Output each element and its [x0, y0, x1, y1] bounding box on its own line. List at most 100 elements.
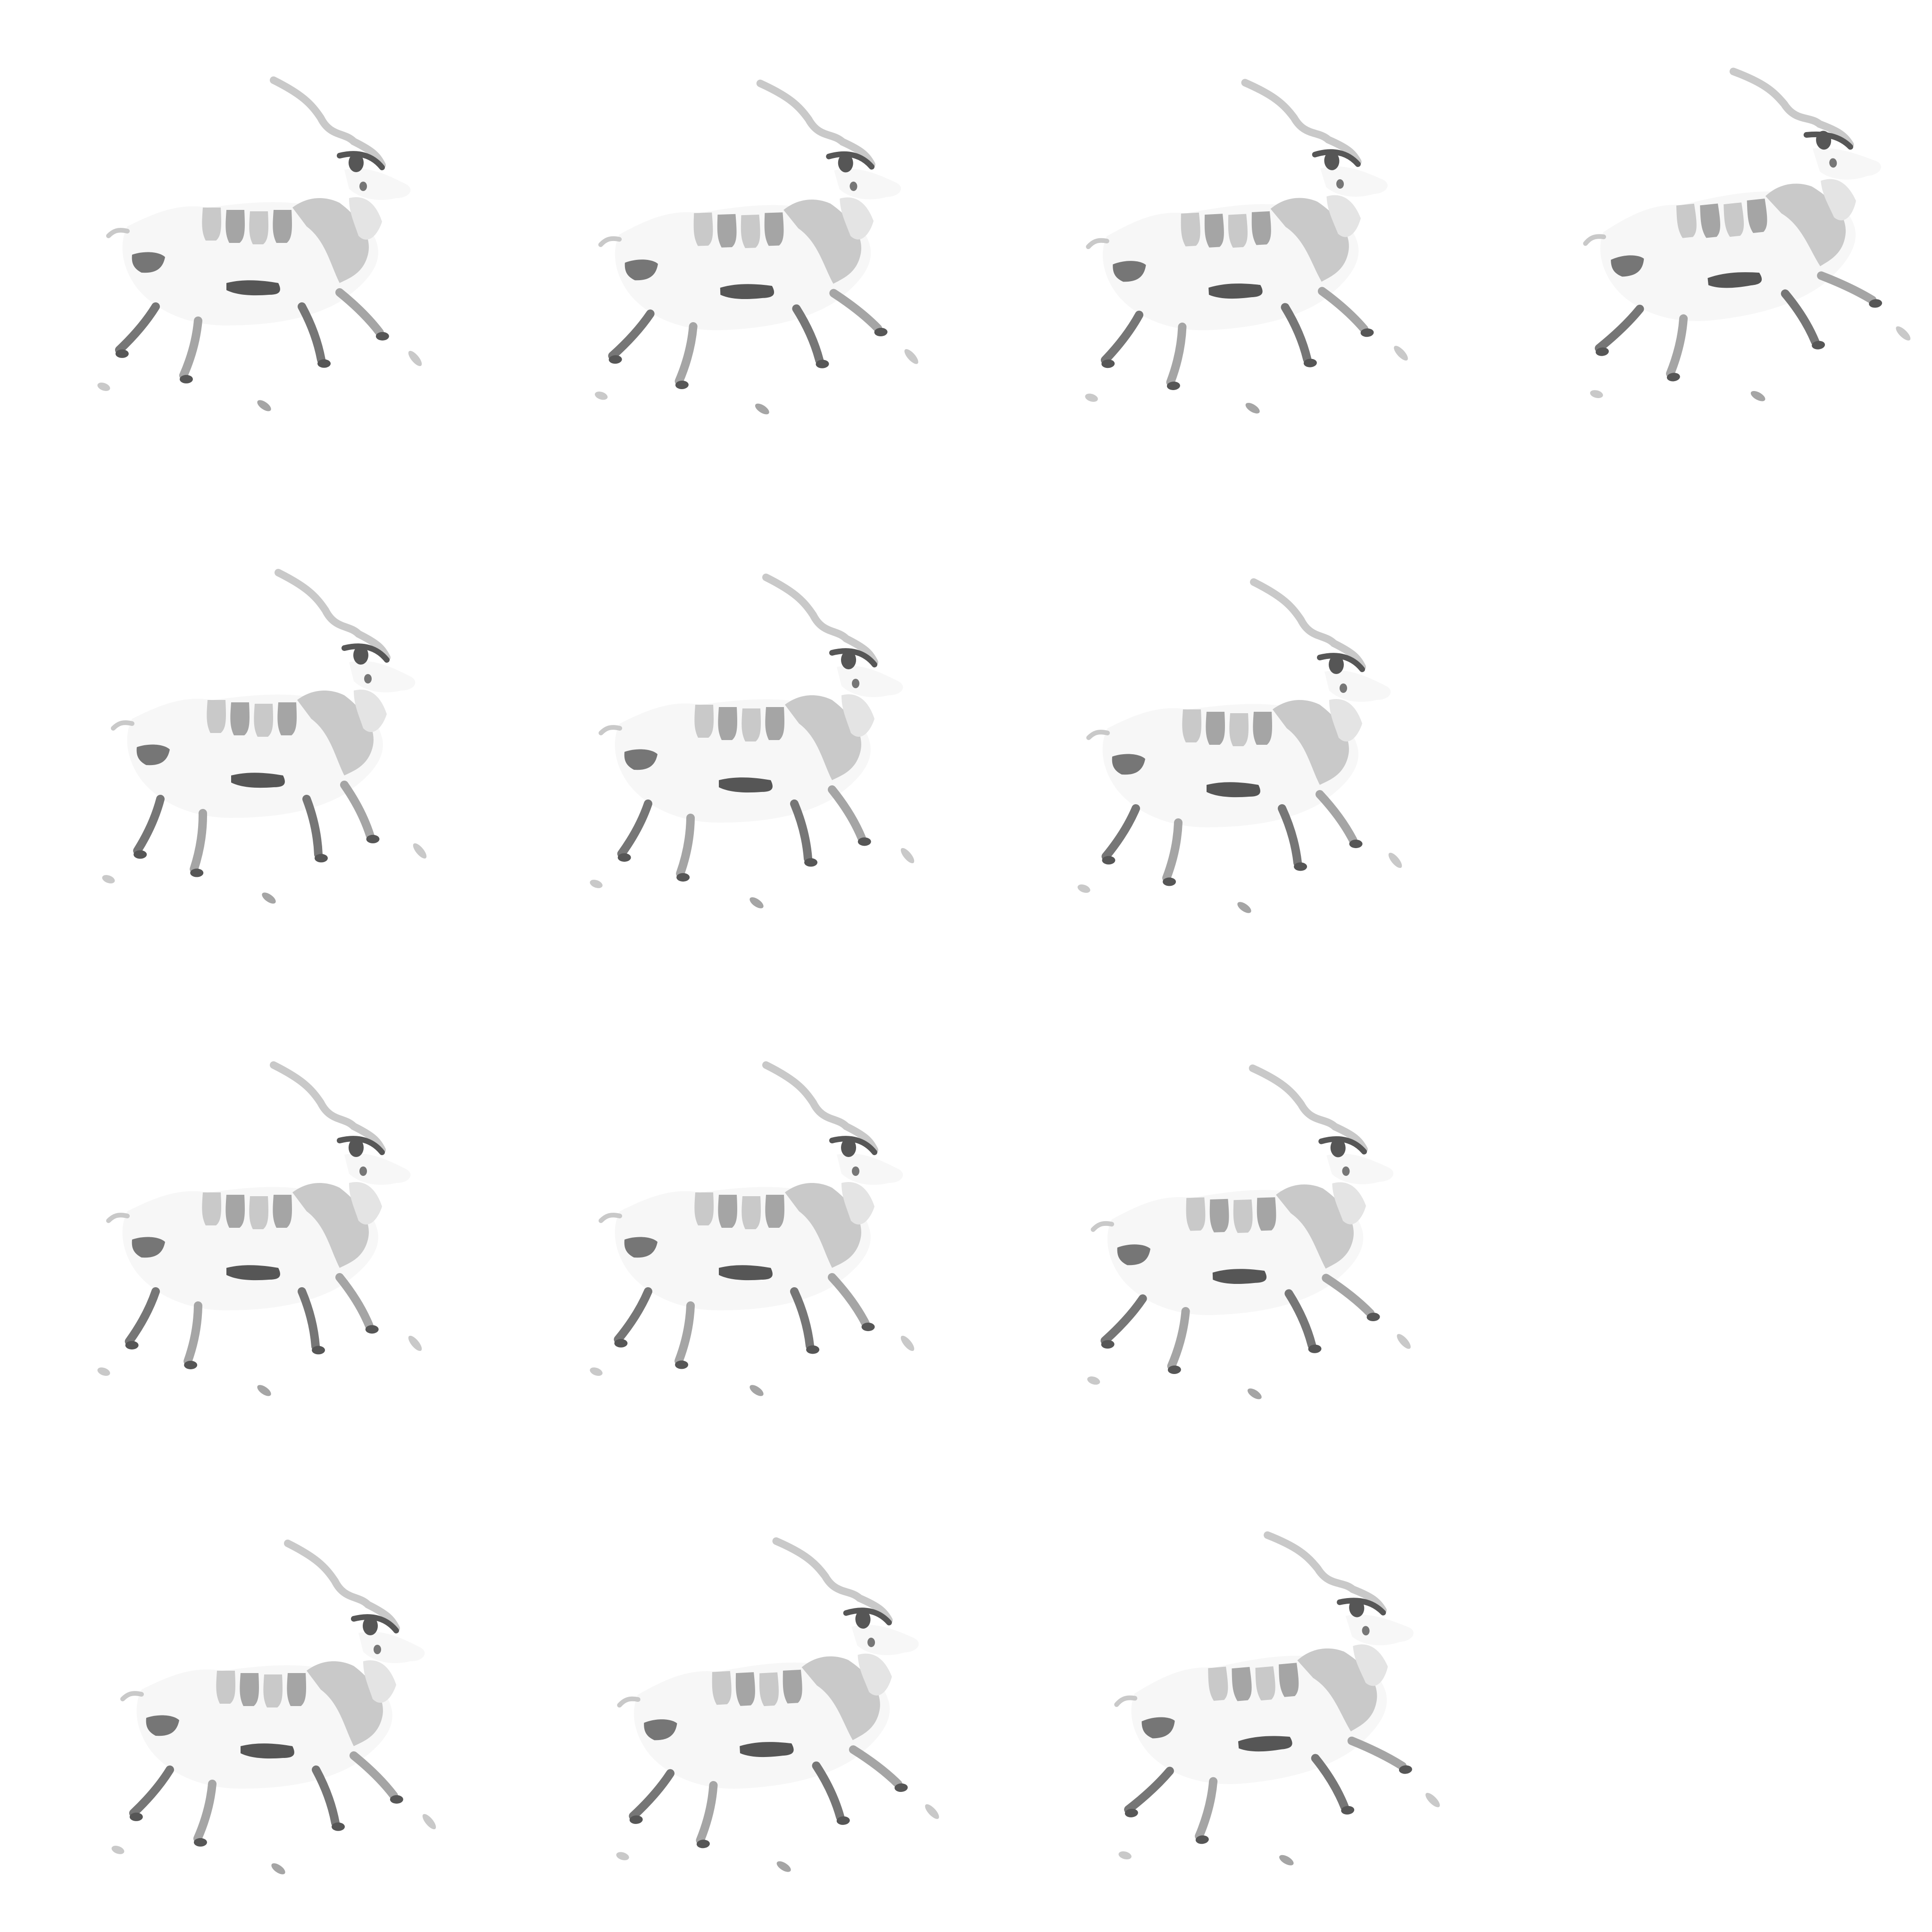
nostril-mark	[364, 674, 372, 683]
ground-fragment	[1118, 1851, 1132, 1860]
hoof-mark	[608, 355, 622, 364]
rump-mark	[1113, 261, 1146, 282]
sprite-canvas	[1583, 67, 1911, 401]
horn-tip	[829, 1136, 877, 1155]
sprite-frame	[0, 1449, 483, 1932]
tail-shape	[1583, 234, 1607, 246]
leg-shape	[129, 1765, 174, 1817]
sprite-frame	[0, 483, 483, 966]
back-stripe	[202, 208, 221, 241]
hoof-mark	[332, 1822, 345, 1831]
hoof-mark	[1101, 1340, 1115, 1349]
hoof-mark	[675, 380, 689, 389]
ground-fragment	[925, 1804, 939, 1819]
sprite-frame	[483, 483, 966, 966]
hoof-mark	[129, 1812, 143, 1821]
belly-mark	[719, 777, 773, 793]
hoof-mark	[1166, 381, 1180, 390]
leg-shape	[193, 1780, 217, 1843]
head-shape	[851, 1624, 919, 1655]
eye-mark	[363, 1616, 378, 1635]
hoof-mark	[125, 1341, 139, 1349]
neck-patch	[292, 1183, 369, 1268]
back-stripe	[1257, 1197, 1276, 1231]
back-stripe	[1204, 214, 1224, 248]
ground-fragment	[413, 843, 427, 859]
ground-fragment	[595, 391, 608, 400]
neck-patch	[785, 695, 861, 780]
ground-fragment	[111, 1846, 125, 1854]
belly-mark	[1238, 1736, 1292, 1752]
rump-mark	[132, 252, 165, 273]
leg-shape	[829, 289, 883, 333]
tail-shape	[1086, 238, 1109, 250]
hoof-mark	[804, 858, 818, 867]
belly-mark	[1212, 1269, 1267, 1284]
ground-fragment	[1085, 393, 1098, 402]
eye-mark	[841, 650, 856, 669]
tail-shape	[106, 228, 130, 238]
tail-shape	[120, 1691, 144, 1701]
hoof-mark	[629, 1815, 643, 1824]
ground-fragment	[271, 1863, 285, 1874]
back-stripe	[718, 1195, 737, 1228]
back-stripe	[694, 1192, 714, 1225]
neck-patch	[1297, 1648, 1377, 1732]
leg-shape	[179, 316, 202, 380]
hoof-mark	[179, 375, 193, 383]
back-stripe	[693, 212, 713, 246]
back-stripe	[741, 708, 761, 741]
back-stripe	[759, 1672, 779, 1707]
back-stripe	[735, 1672, 755, 1706]
leg-shape	[125, 1287, 160, 1346]
tail-shape	[617, 1696, 641, 1708]
eye-mark	[1329, 655, 1344, 674]
back-stripe	[765, 1195, 784, 1228]
hoof-mark	[676, 873, 690, 882]
eye-mark	[349, 1138, 364, 1157]
head-shape	[1812, 148, 1881, 180]
sprite-canvas	[616, 1537, 939, 1872]
back-stripe	[1206, 712, 1225, 745]
horn-tip	[337, 151, 385, 170]
back-stripe	[202, 1192, 221, 1225]
back-stripe	[1182, 709, 1201, 742]
back-stripe	[225, 210, 245, 243]
nostril-mark	[1340, 683, 1347, 693]
eye-mark	[353, 646, 368, 665]
hoof-mark	[1595, 347, 1609, 356]
nostril-mark	[867, 1637, 875, 1647]
antelope-sprite	[590, 574, 915, 908]
horn-tip	[1803, 131, 1853, 150]
sprite-canvas	[1114, 1531, 1440, 1865]
back-stripe	[273, 210, 292, 243]
belly-mark	[1208, 283, 1263, 299]
sprite-frame	[0, 966, 483, 1449]
antelope-sprite	[102, 569, 427, 904]
throat-patch	[841, 694, 874, 737]
hoof-mark	[365, 1325, 379, 1334]
hoof-mark	[1399, 1765, 1412, 1774]
ground-fragment	[1077, 884, 1091, 893]
hoof-mark	[675, 1360, 689, 1369]
horn-tip	[1318, 1136, 1367, 1155]
hoof-mark	[836, 1816, 850, 1825]
nostril-mark	[1342, 1166, 1350, 1176]
hoof-mark	[190, 868, 204, 877]
hoof-mark	[184, 1360, 198, 1369]
ground-fragment	[257, 1385, 271, 1396]
hoof-mark	[614, 1339, 628, 1348]
sprite-frame	[0, 0, 483, 483]
horn-tip	[829, 648, 877, 667]
neck-patch	[1270, 198, 1349, 282]
ground-fragment	[257, 400, 271, 411]
neck-patch	[785, 1183, 861, 1268]
ground-fragment	[1388, 852, 1402, 868]
belly-mark	[226, 280, 280, 296]
rump-mark	[1141, 1717, 1175, 1739]
ground-fragment	[900, 848, 915, 864]
sprite-canvas	[102, 569, 427, 904]
hoof-mark	[314, 854, 328, 863]
back-stripe	[240, 1673, 259, 1706]
head-shape	[344, 168, 411, 200]
